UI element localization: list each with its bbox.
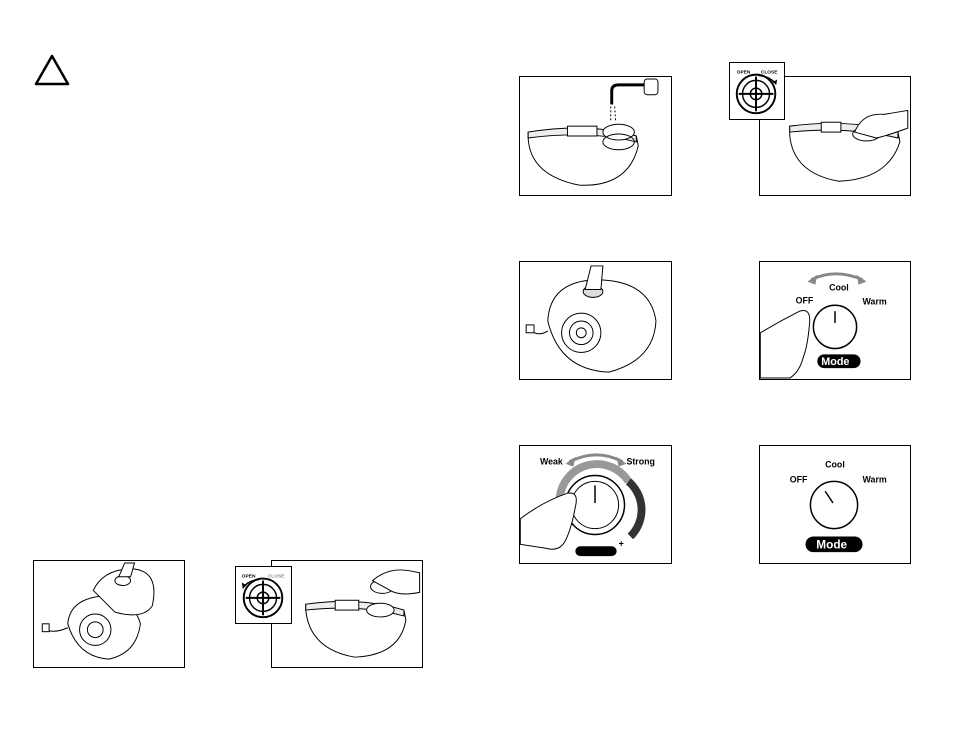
- warning-triangle-icon: [34, 54, 70, 86]
- dial-off-label: OFF: [790, 474, 808, 484]
- turn-arrow-icon: [811, 274, 862, 280]
- mode-dial[interactable]: [810, 481, 857, 528]
- hand-icon: [760, 310, 809, 378]
- figure-mode-dial-turn: Cool OFF Warm Mode: [759, 261, 911, 380]
- dial-warm-label: Warm: [863, 296, 887, 306]
- figure-fill-tank: [519, 76, 672, 196]
- figure-mode-dial-off: Cool OFF Warm Mode: [759, 445, 911, 564]
- cap-inset-bottom: OPEN CLOSE: [235, 566, 292, 624]
- figure-remove-tank: [33, 560, 185, 668]
- mode-badge-label: Mode: [821, 356, 849, 368]
- lifting-tank-icon: [34, 561, 184, 667]
- cap-inset-top: OPEN CLOSE: [729, 62, 785, 120]
- dial-cool-label: Cool: [825, 460, 845, 470]
- dial-warm-label: Warm: [863, 474, 887, 484]
- dial-plus-label: +: [619, 538, 624, 548]
- inset-close-label: CLOSE: [268, 574, 285, 580]
- figure-open-cap: [271, 560, 423, 668]
- dial-cool-label: Cool: [829, 283, 849, 293]
- dial-off-label: OFF: [796, 295, 814, 305]
- inset-close-label: CLOSE: [761, 70, 778, 76]
- mode-badge-label: Mode: [816, 538, 847, 551]
- faucet-filling-tank-icon: [520, 77, 671, 195]
- dial-weak-label: Weak: [540, 457, 563, 467]
- inset-open-label: OPEN: [242, 574, 256, 580]
- hand-opening-cap-icon: [272, 561, 422, 667]
- inset-open-label: OPEN: [737, 70, 751, 76]
- hand-pressing-tank-icon: [520, 262, 671, 379]
- figure-intensity-dial: Weak Strong +: [519, 445, 672, 564]
- dial-strong-label: Strong: [626, 457, 654, 467]
- figure-press-tank: [519, 261, 672, 380]
- hand-icon: [520, 493, 576, 549]
